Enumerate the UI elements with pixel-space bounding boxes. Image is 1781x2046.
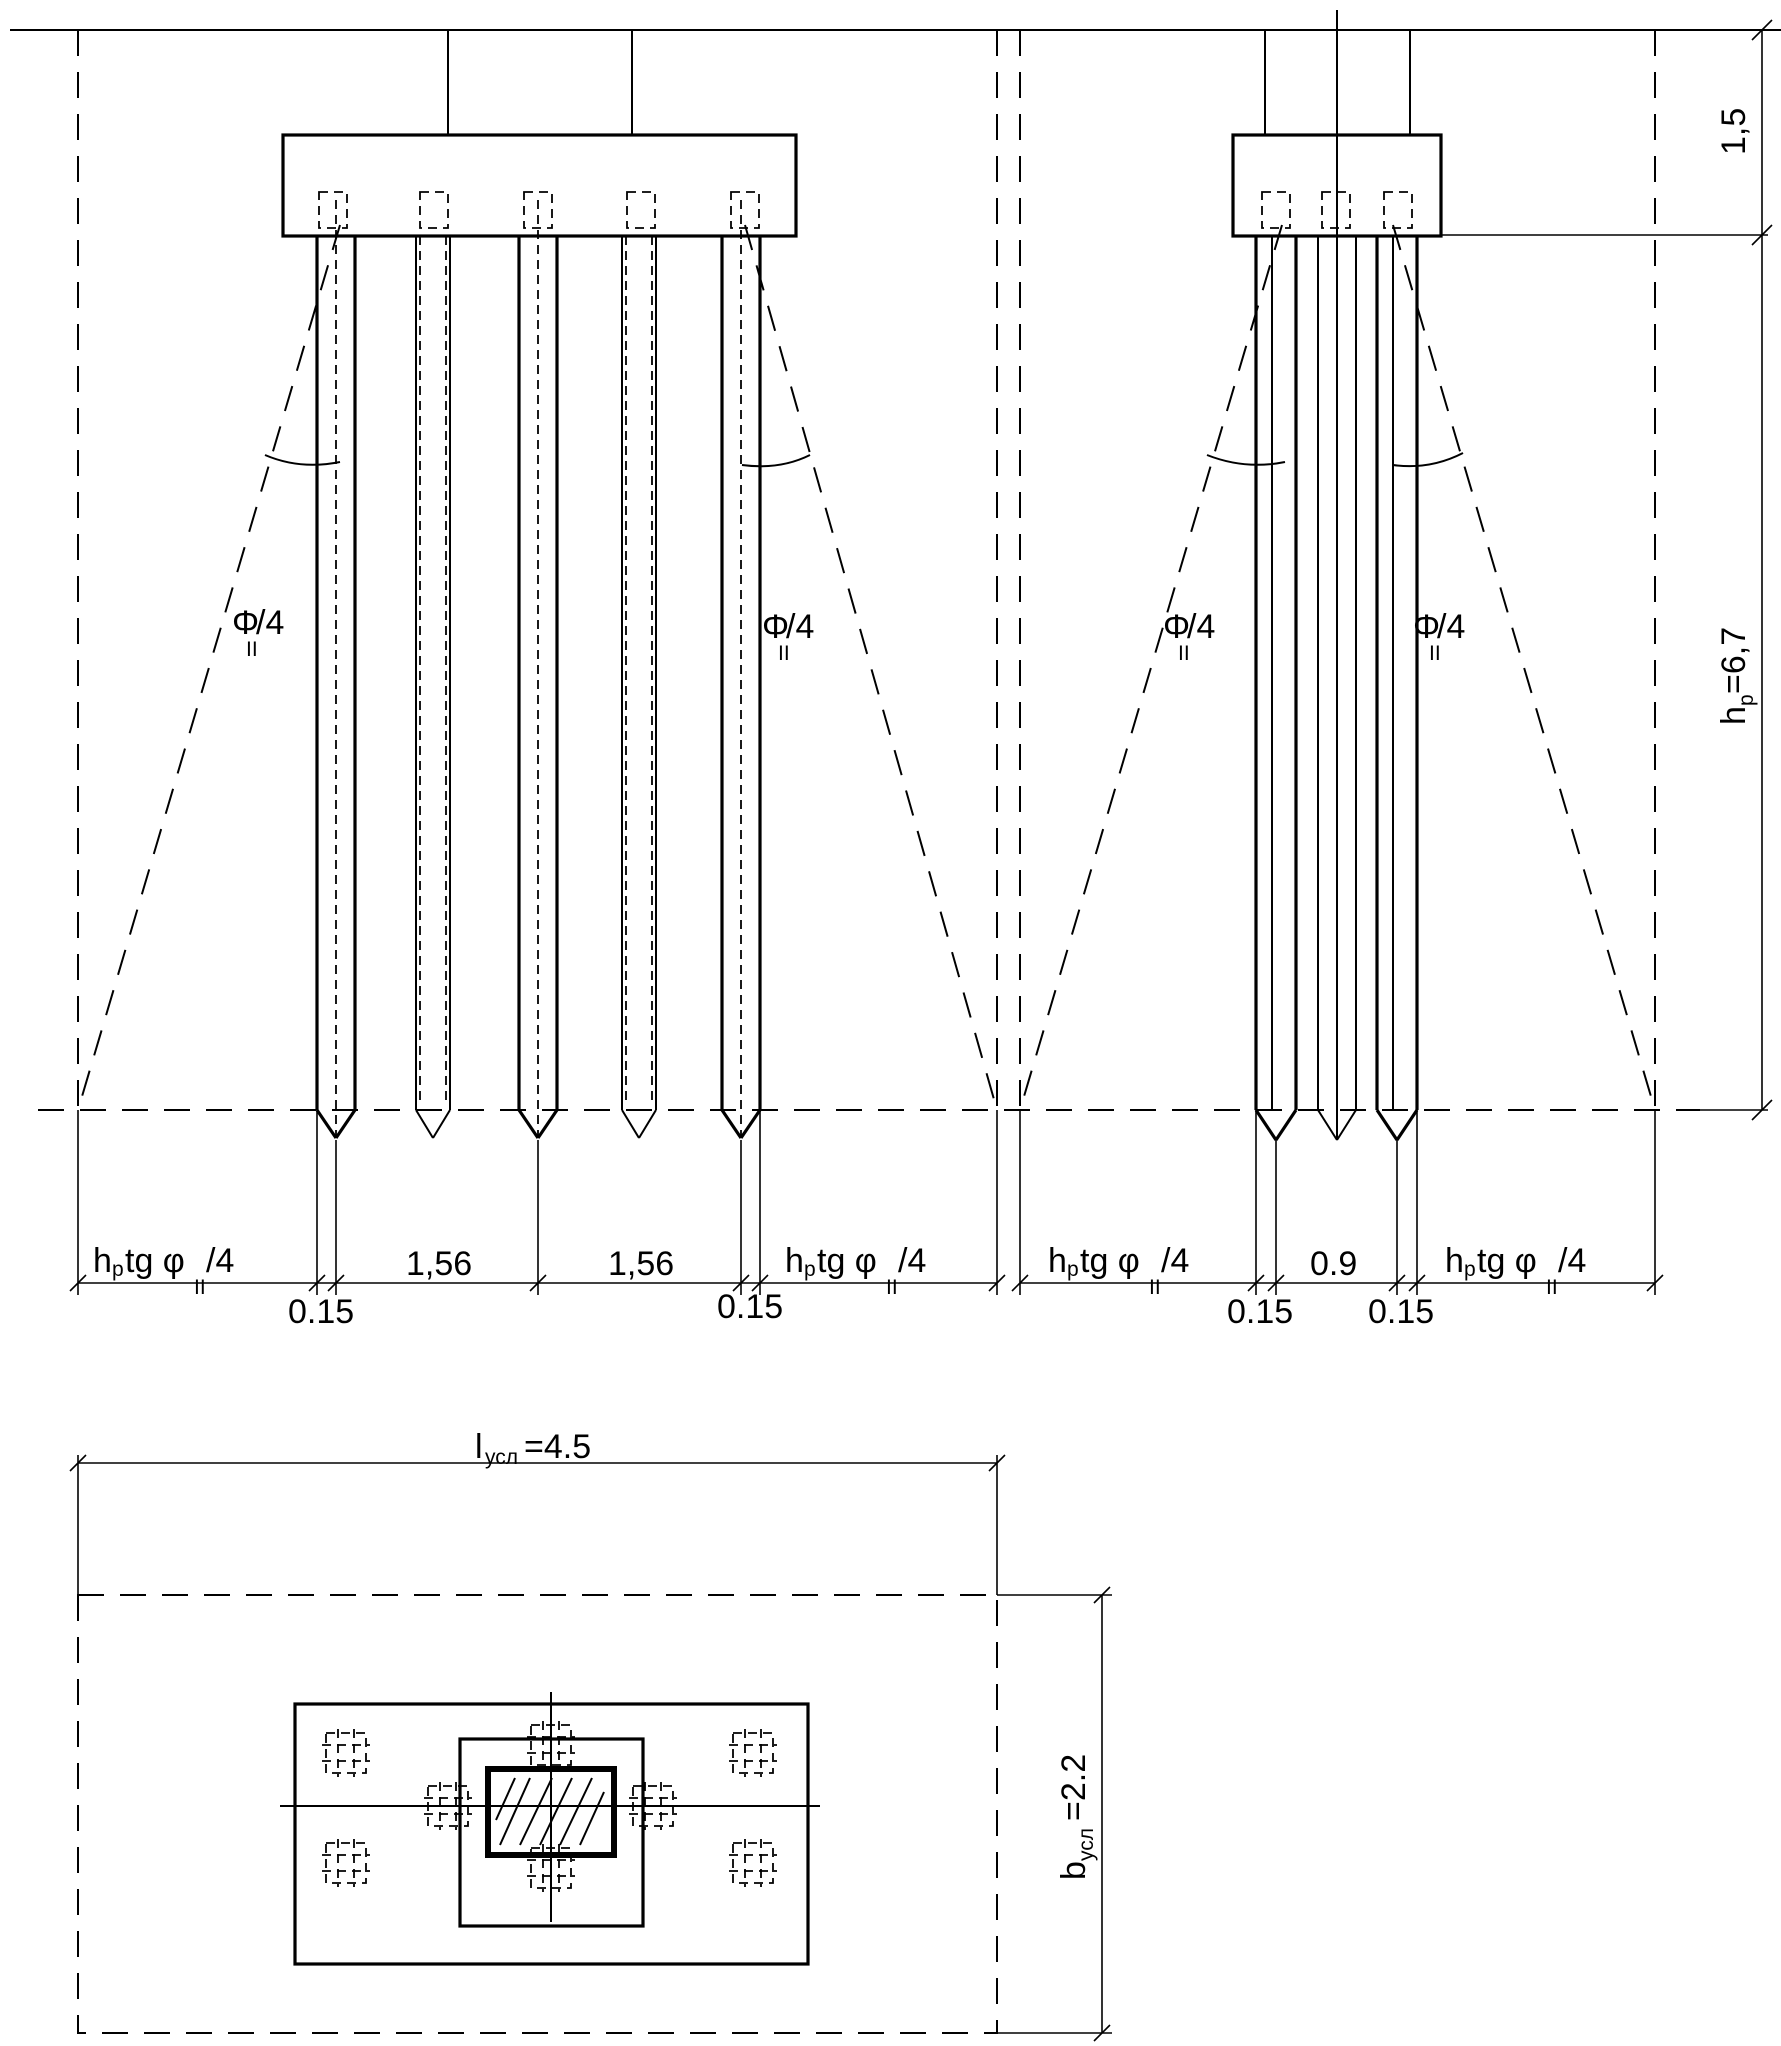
- pile-plan-marks: [322, 1721, 777, 1892]
- dim-label-0-15: 0.15: [288, 1293, 354, 1331]
- svg-text:/4: /4: [1558, 1242, 1586, 1280]
- svg-text:p: p: [1067, 1258, 1079, 1281]
- conditional-foundation-outline: [77, 1594, 998, 2034]
- plan-l-label: l усл =4.5: [475, 1428, 591, 1469]
- svg-text:усл: усл: [485, 1446, 518, 1469]
- svg-text:h: h: [1715, 706, 1753, 725]
- dim-label-1-56: 1,56: [608, 1245, 674, 1283]
- svg-text:h: h: [1445, 1242, 1464, 1280]
- svg-text:tg φ: tg φ: [1477, 1242, 1537, 1280]
- left-elevation: [77, 30, 998, 1139]
- dim-label-0-15: 0.15: [1227, 1293, 1293, 1331]
- svg-text:Φ: Φ: [762, 608, 789, 646]
- svg-text:Φ: Φ: [1163, 608, 1190, 646]
- angle-arc: [1392, 452, 1464, 468]
- height-label-piles: h p =6,7: [1715, 627, 1758, 725]
- pile-thin-2: [621, 236, 657, 1139]
- pile-cap-left: [281, 133, 798, 238]
- right-elevation: [1019, 10, 1656, 1141]
- svg-text:l: l: [475, 1428, 483, 1466]
- vertical-dimension: [1441, 19, 1773, 1121]
- spread-line-right-inner: [1392, 224, 1656, 1111]
- pile-solid-1: [315, 200, 357, 1139]
- svg-text:=6,7: =6,7: [1715, 627, 1753, 694]
- svg-text:усл: усл: [1075, 1828, 1098, 1861]
- svg-text:Φ: Φ: [232, 604, 259, 642]
- height-label-top: 1,5: [1715, 108, 1753, 155]
- angle-arc: [264, 454, 341, 466]
- svg-text:II: II: [886, 1276, 898, 1299]
- dim-label-1-56: 1,56: [406, 1245, 472, 1283]
- svg-text:/4: /4: [206, 1242, 234, 1280]
- hptg-label-1: h p tg φ II /4: [93, 1242, 234, 1299]
- svg-text:h: h: [1048, 1242, 1067, 1280]
- svg-text:II: II: [1429, 642, 1441, 665]
- pile-solid-2: [517, 200, 559, 1139]
- phi-label-left-2: Φ II /4: [762, 608, 814, 665]
- dim-label-0-15: 0.15: [1368, 1293, 1434, 1331]
- angle-arc: [1206, 454, 1286, 466]
- dim-label-0-9: 0.9: [1310, 1245, 1357, 1283]
- svg-text:II: II: [1178, 642, 1190, 665]
- pile-solid-5: [1375, 236, 1419, 1141]
- svg-text:II: II: [194, 1276, 206, 1299]
- phi-label-left-1: Φ II /4: [232, 604, 284, 661]
- plan-view: l усл =4.5 b усл =2.2: [69, 1428, 1112, 2042]
- svg-text:/4: /4: [1161, 1242, 1189, 1280]
- svg-text:/4: /4: [1437, 608, 1465, 646]
- spread-line-left-inner: [744, 224, 998, 1111]
- svg-text:/4: /4: [786, 608, 814, 646]
- svg-text:p: p: [112, 1258, 124, 1281]
- svg-text:/4: /4: [256, 604, 284, 642]
- svg-text:h: h: [785, 1242, 804, 1280]
- svg-text:h: h: [93, 1242, 112, 1280]
- svg-text:/4: /4: [1187, 608, 1215, 646]
- pile-solid-3: [720, 200, 762, 1139]
- pile-heads-left: [318, 191, 760, 229]
- column-hatching: [495, 1777, 605, 1846]
- svg-text:II: II: [246, 638, 258, 661]
- svg-text:/4: /4: [898, 1242, 926, 1280]
- pile-solid-4: [1254, 236, 1298, 1141]
- svg-text:p: p: [1464, 1258, 1476, 1281]
- svg-text:p: p: [804, 1258, 816, 1281]
- svg-text:p: p: [1735, 694, 1758, 706]
- angle-arc: [741, 454, 811, 468]
- svg-text:II: II: [1546, 1276, 1558, 1299]
- phi-label-right-1: Φ II /4: [1163, 608, 1215, 665]
- svg-text:tg φ: tg φ: [817, 1242, 877, 1280]
- elevation-views: Φ II /4 Φ II /4 Φ II /4 Φ II /4 1,5 h p …: [10, 10, 1781, 1331]
- svg-text:b: b: [1055, 1861, 1093, 1880]
- svg-text:=4.5: =4.5: [524, 1428, 591, 1466]
- svg-text:II: II: [778, 642, 790, 665]
- spread-line-right-outer: [1019, 224, 1283, 1111]
- hptg-label-2: h p tg φ II /4: [785, 1242, 926, 1299]
- hptg-label-4: h p tg φ II /4: [1445, 1242, 1586, 1299]
- pile-cap-right: [1231, 133, 1443, 238]
- plan-b-label: b усл =2.2: [1055, 1754, 1098, 1880]
- pile-thin-3: [1317, 236, 1357, 1141]
- svg-text:tg φ: tg φ: [1080, 1242, 1140, 1280]
- pile-thin-1: [415, 236, 451, 1139]
- dim-label-0-15: 0.15: [717, 1288, 783, 1326]
- horizontal-dimensions: [69, 1110, 1664, 1295]
- svg-text:tg φ: tg φ: [125, 1242, 185, 1280]
- svg-text:=2.2: =2.2: [1055, 1754, 1093, 1821]
- svg-text:Φ: Φ: [1413, 608, 1440, 646]
- spread-line-left-outer: [77, 224, 341, 1111]
- hptg-label-3: h p tg φ II /4: [1048, 1242, 1189, 1299]
- svg-text:II: II: [1149, 1276, 1161, 1299]
- pile-heads-right: [1261, 191, 1413, 229]
- phi-label-right-2: Φ II /4: [1413, 608, 1465, 665]
